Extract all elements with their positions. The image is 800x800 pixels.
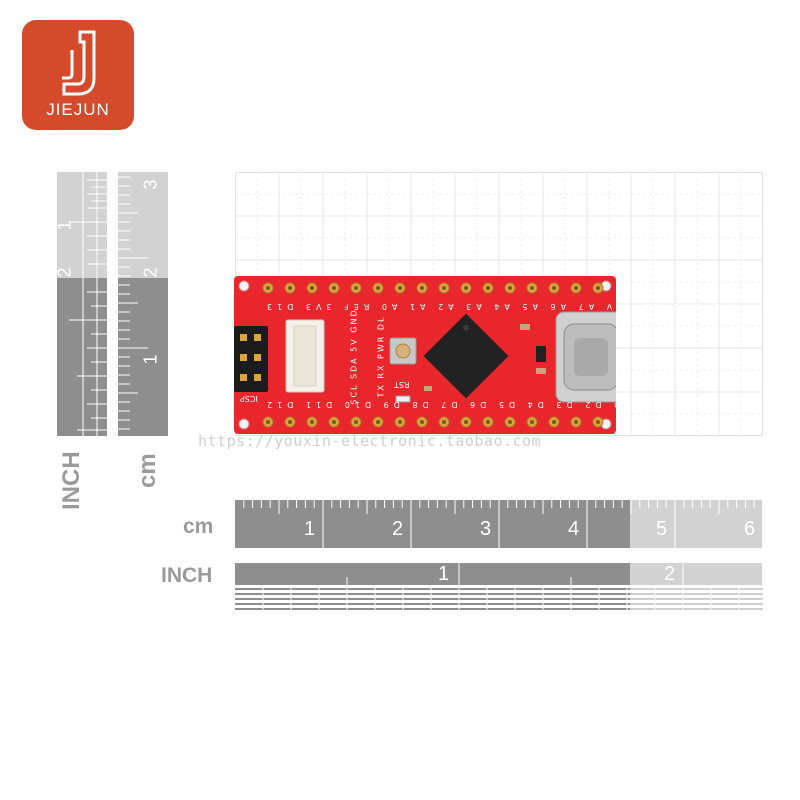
horizontal-cm-label-4: 4 [568,518,580,540]
pin-label-d7: D7 [436,400,458,409]
horizontal-inch-ticks [235,563,763,611]
connector-label-scl: SCL [349,383,359,405]
led-label-rx: RX [376,363,386,379]
icsp-header-label: ICSP [240,394,258,403]
top-pin-labels: VIN GND RST 5V A7 A6 A5 A4 A3 A2 A1 A0 R… [262,302,738,311]
vertical-cm-unit: cm [134,453,161,488]
pin-label-rst-bottom: RST [649,400,681,409]
vertical-cm-ruler-light [118,172,168,278]
horizontal-inch-label-2: 2 [664,563,676,585]
pin-label-d4: D4 [522,400,544,409]
horizontal-cm-label-3: 3 [480,518,492,540]
pin-label-d6: D6 [465,400,487,409]
connector-label-5v: 5V [349,337,359,352]
pin-label-d5: D5 [493,400,516,409]
arduino-nano-board: VIN GND RST 5V A7 A6 A5 A4 A3 A2 A1 A0 R… [234,276,738,434]
pin-label-a5: A5 [517,302,538,311]
horizontal-cm-label-1: 1 [304,518,316,540]
led-label-dl: DL [376,315,386,331]
vertical-cm-ticks [118,176,148,430]
pin-label-5v: 5V [601,302,623,311]
pin-label-d12: D12 [262,400,294,409]
connector-label-gnd: GND [349,308,359,333]
horizontal-cm-label-6: 6 [744,518,756,540]
vertical-inch-ruler-light [57,172,107,278]
pin-label-rx: RX [688,400,710,409]
pin-label-a4: A4 [489,302,510,311]
pin-label-d13: D13 [262,302,294,311]
horizontal-cm-ruler-light [630,500,762,548]
pin-label-d9: D9 [378,400,400,409]
pin-label-gnd-bottom: GND [609,400,643,409]
horizontal-inch-ruler-dark [235,563,630,585]
vertical-inch-ticks [69,172,107,436]
vertical-inch-ruler-dark [57,278,107,436]
bottom-pin-labels: TX RX RST GND D2 D3 D4 D5 D6 D7 D8 D9 D1… [262,400,737,409]
pin-label-a6: A6 [545,302,567,311]
horizontal-cm-label-2: 2 [392,518,404,540]
horizontal-inch-unit: INCH [161,564,213,587]
pin-label-a3: A3 [461,302,482,311]
pin-label-rst-top: RST [629,302,661,311]
pin-label-gnd-top: GND [667,302,702,311]
connector-label-sda: SDA [349,356,359,379]
pin-label-a1: A1 [404,302,426,311]
vertical-inch-label-2: 2 [54,267,75,278]
store-watermark: https://youxin-electronic.taobao.com [198,432,542,450]
horizontal-cm-unit: cm [183,515,214,538]
horizontal-inch-ruler-light [630,563,762,585]
vertical-cm-label-2: 2 [140,267,161,278]
horizontal-cm-ruler-dark [235,500,630,548]
logo-text: JIEJUN [46,100,110,119]
vertical-cm-label-3: 3 [140,179,161,190]
connector-labels: SCL SDA 5V GND [350,308,359,404]
vertical-inch-unit: INCH [58,451,85,510]
reset-button-label: RST [394,380,410,389]
led-label-tx: TX [376,383,386,398]
horizontal-inch-label-1: 1 [438,563,450,585]
horizontal-cm-label-5: 5 [656,518,668,540]
pin-label-a7: A7 [573,302,595,311]
logo-j-mark [62,30,96,96]
pin-label-vin: VIN [708,302,738,311]
pin-label-d2: D2 [580,400,602,409]
pin-label-3v3: 3V3 [300,302,332,311]
pin-label-d3: D3 [551,400,573,409]
brand-logo: JIEJUN [22,20,134,130]
pin-label-a0: A0 [376,302,398,311]
pin-label-a2: A2 [433,302,454,311]
board-graphics [234,280,616,430]
pin-label-d11: D11 [300,400,333,409]
pin-label-d8: D8 [407,400,429,409]
vertical-inch-label-1: 1 [54,220,75,231]
horizontal-cm-ticks [243,500,755,548]
led-labels: TX RX PWR DL [376,316,385,398]
pin-label-tx: TX [716,400,737,409]
vertical-cm-label-1: 1 [140,354,161,365]
led-label-pwr: PWR [376,334,386,359]
